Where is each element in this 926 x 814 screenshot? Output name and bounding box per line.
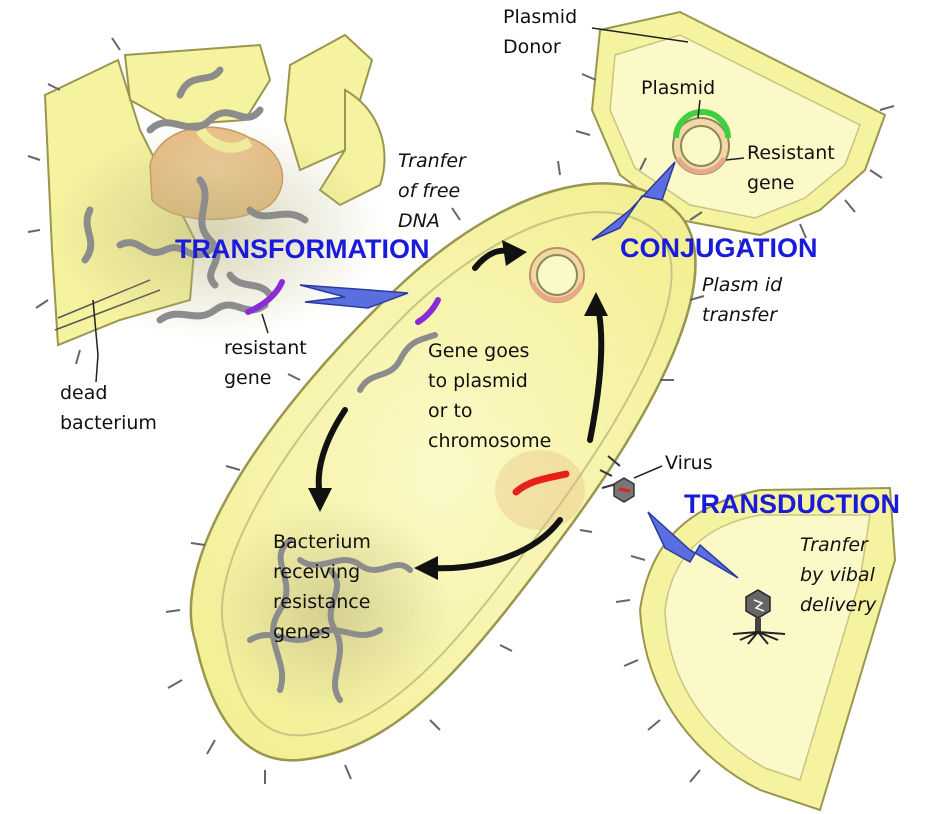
plasmid-donor-leader bbox=[591, 27, 689, 43]
transduction-cell bbox=[615, 486, 897, 812]
virus-label: Virus bbox=[665, 452, 713, 474]
blue-transfer-arrow-icon bbox=[299, 161, 739, 579]
virus-icon bbox=[599, 455, 663, 503]
cycle-arrowheads bbox=[308, 240, 608, 580]
transduction-heading: TRANSDUCTION bbox=[684, 489, 900, 519]
dead-bacterium-leader bbox=[92, 299, 99, 383]
resistant-gene-left-label: resistant gene bbox=[224, 337, 307, 389]
received-plasmid-icon bbox=[529, 247, 585, 303]
resistant-gene-leader bbox=[261, 313, 269, 334]
transformation-heading: TRANSFORMATION bbox=[175, 234, 430, 264]
resistant-gene-free bbox=[245, 279, 285, 315]
plasmid-icon bbox=[672, 99, 745, 175]
resistant-gene-entering bbox=[415, 297, 441, 325]
incoming-gene-shadow bbox=[495, 450, 585, 530]
transfer-viral-label: Tranfer by vibal delivery bbox=[800, 534, 877, 616]
transfer-free-dna-label: Tranfer of free DNA bbox=[398, 150, 466, 232]
free-virus-icon bbox=[732, 589, 786, 645]
plasmid-label: Plasmid bbox=[641, 77, 716, 99]
plasmid-transfer-label: Plasm id transfer bbox=[702, 274, 783, 326]
bacterium-receiving-label: Bacterium receiving resistance genes bbox=[273, 531, 371, 643]
conjugation-heading: CONJUGATION bbox=[620, 233, 818, 263]
plasmid-donor-label: Plasmid Donor bbox=[503, 6, 578, 58]
resistant-gene-viral bbox=[512, 470, 570, 496]
dead-bacterium-label: dead bacterium bbox=[60, 382, 157, 434]
chromosome-strands bbox=[247, 332, 438, 703]
gene-goes-label: Gene goes to plasmid or to chromosome bbox=[428, 340, 552, 452]
resistant-gene-right-label: Resistant gene bbox=[747, 142, 835, 194]
